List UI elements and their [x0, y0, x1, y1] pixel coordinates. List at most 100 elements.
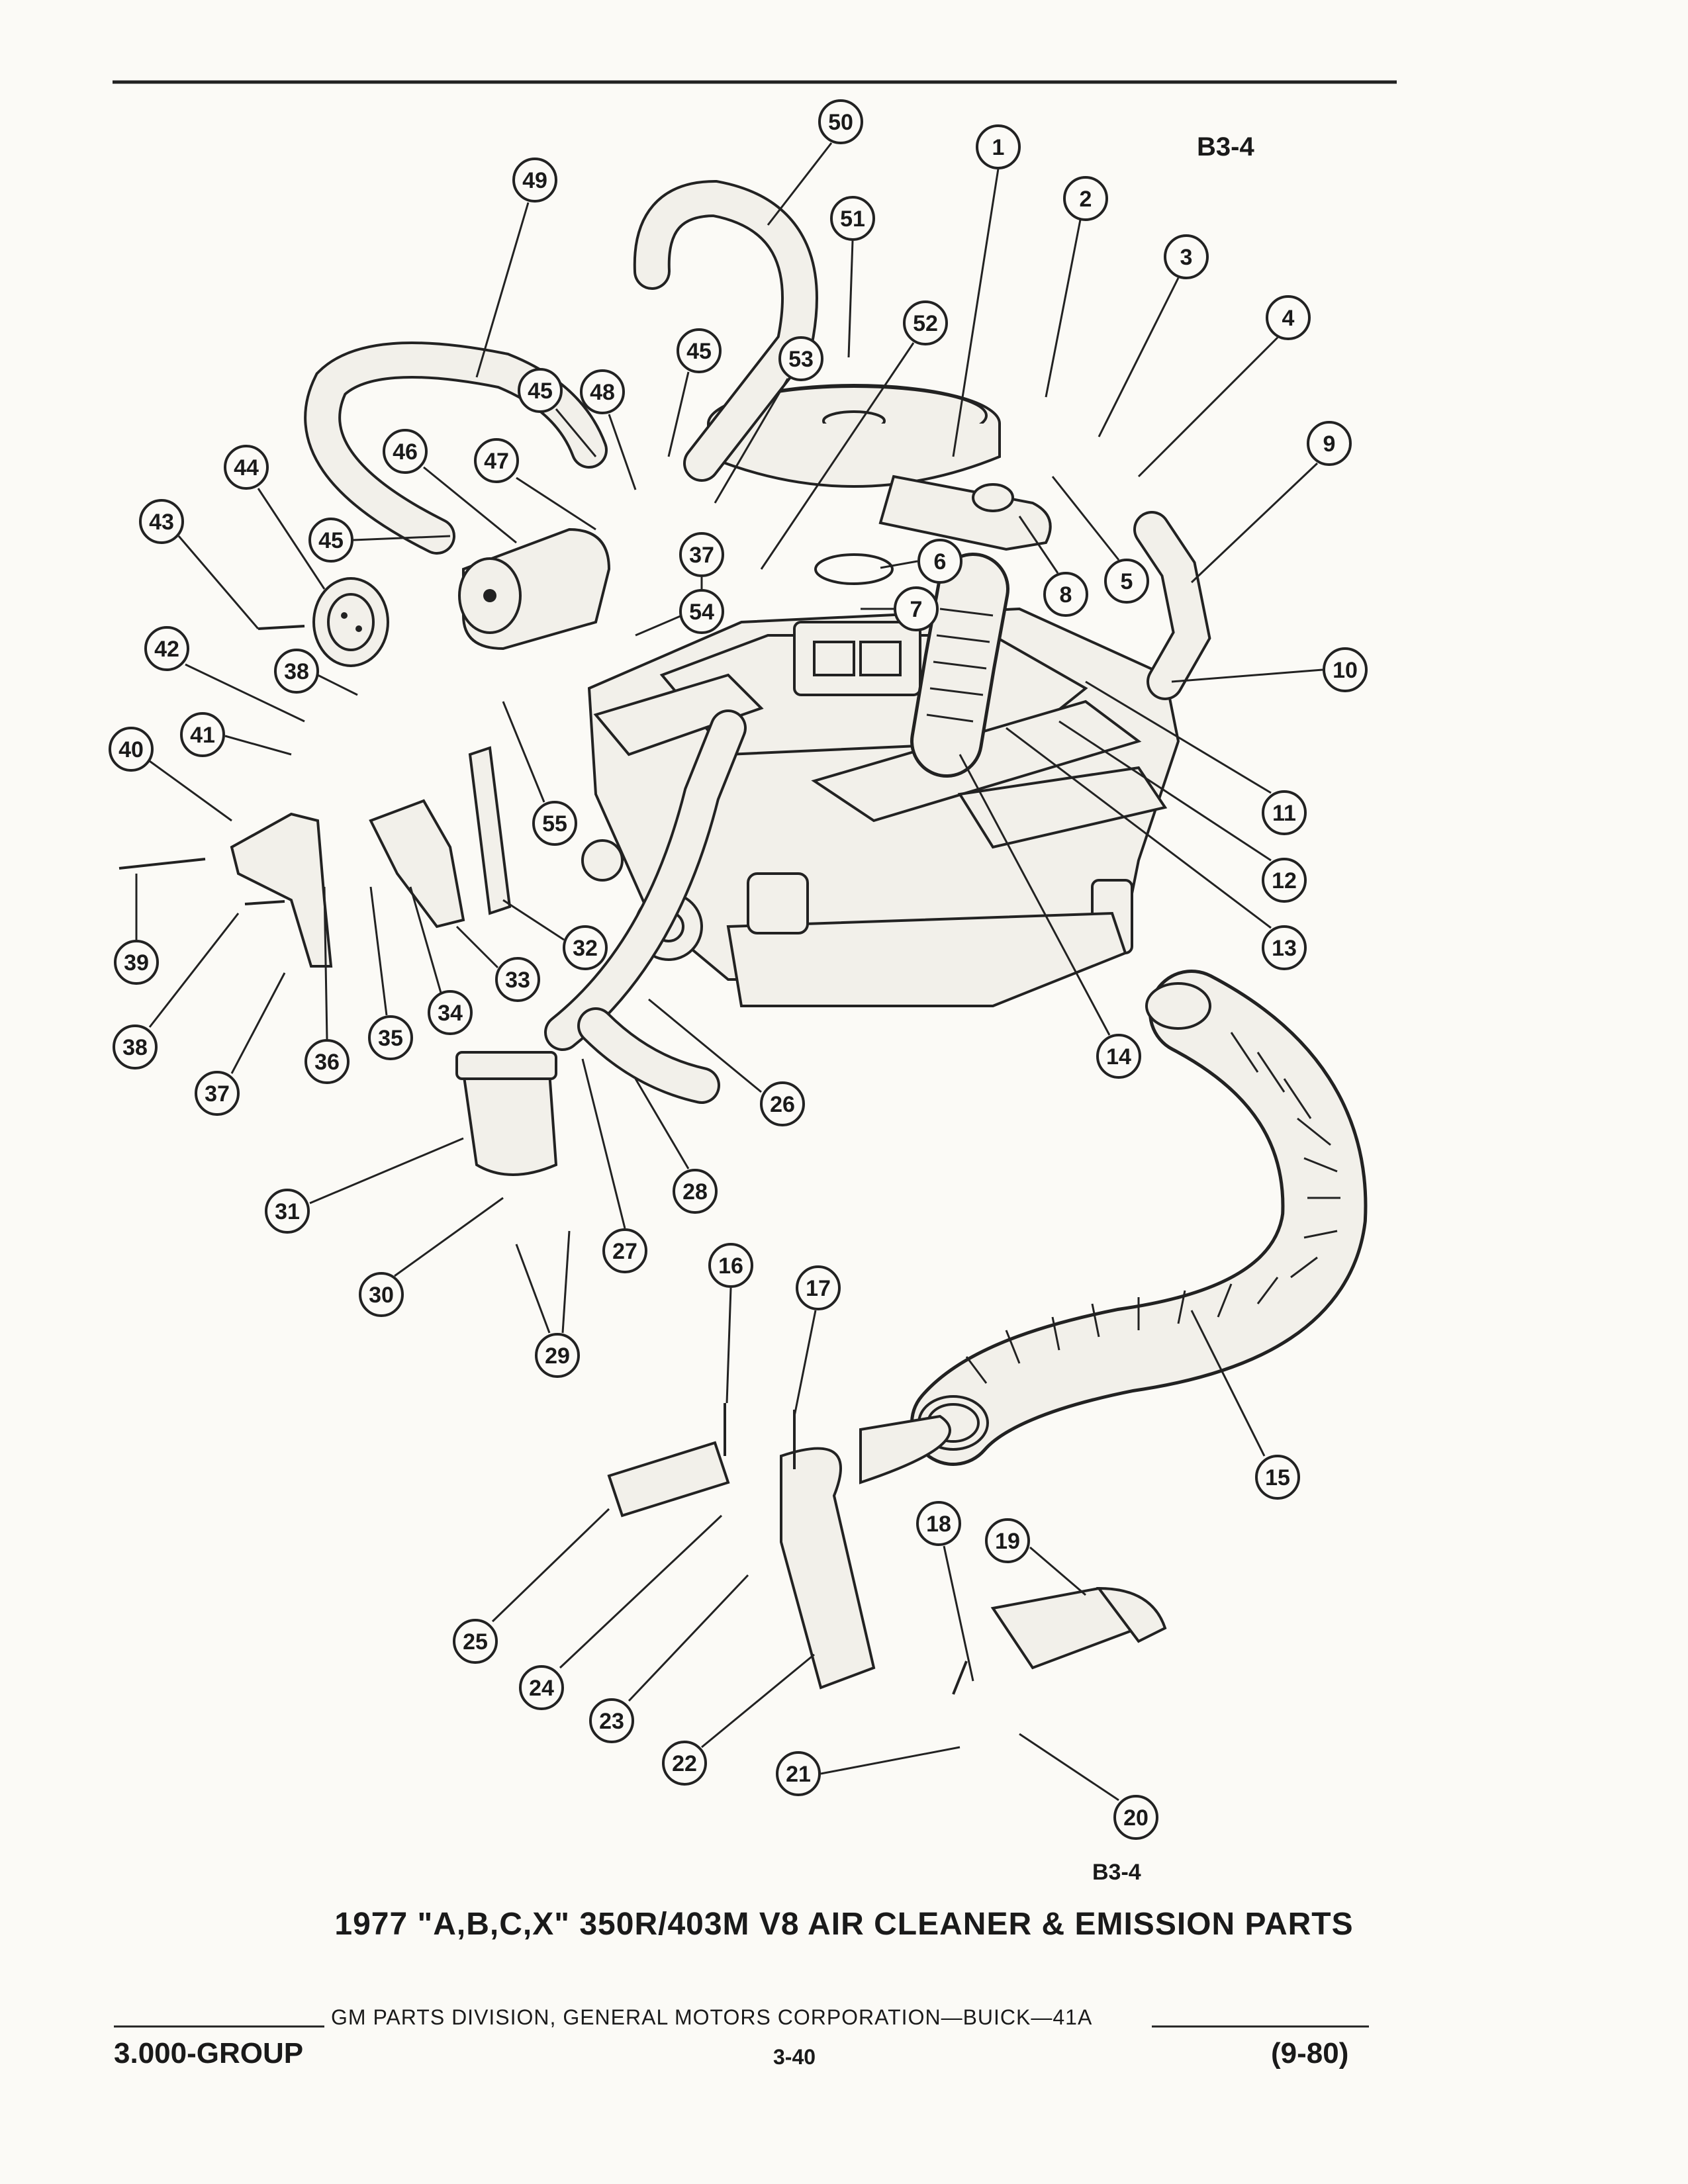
callout-9: 9 — [1307, 421, 1352, 466]
callout-28: 28 — [673, 1169, 718, 1214]
callout-number: 24 — [529, 1676, 554, 1701]
footer-page-number: 3-40 — [773, 2045, 816, 2069]
callout-11: 11 — [1262, 790, 1307, 835]
callout-number: 43 — [149, 510, 174, 535]
callout-number: 25 — [463, 1629, 488, 1655]
callout-18: 18 — [916, 1501, 961, 1546]
footer-date: (9-80) — [1271, 2037, 1349, 2070]
callout-21: 21 — [776, 1751, 821, 1796]
callout-30: 30 — [359, 1272, 404, 1317]
callout-number: 44 — [234, 455, 259, 480]
callout-49: 49 — [512, 158, 557, 203]
callout-25: 25 — [453, 1619, 498, 1664]
callout-6: 6 — [917, 539, 962, 584]
diagram-code-top: B3-4 — [1197, 132, 1254, 161]
callout-number: 46 — [393, 439, 418, 465]
callout-33: 33 — [495, 957, 540, 1002]
callout-39: 39 — [114, 940, 159, 985]
callout-32: 32 — [563, 925, 608, 970]
callout-number: 38 — [122, 1035, 148, 1060]
callout-52: 52 — [903, 300, 948, 345]
callout-number: 18 — [926, 1512, 951, 1537]
callout-number: 39 — [124, 950, 149, 976]
callout-number: 11 — [1272, 801, 1296, 826]
callout-53: 53 — [778, 336, 823, 381]
callout-55: 55 — [532, 801, 577, 846]
callout-number: 8 — [1060, 582, 1072, 608]
callout-40: 40 — [109, 727, 154, 772]
callout-23: 23 — [589, 1698, 634, 1743]
callout-number: 48 — [590, 380, 615, 405]
accessory-brackets — [118, 527, 611, 1176]
callout-44: 44 — [224, 445, 269, 490]
callout-number: 42 — [154, 637, 179, 662]
callout-number: 38 — [284, 659, 309, 684]
callout-number: 33 — [505, 968, 530, 993]
callout-47: 47 — [474, 438, 519, 483]
callout-number: 45 — [686, 339, 712, 364]
callout-54: 54 — [679, 589, 724, 634]
callout-27: 27 — [602, 1228, 647, 1273]
callout-number: 37 — [689, 543, 714, 568]
callout-42: 42 — [144, 626, 189, 671]
callout-45: 45 — [308, 518, 353, 563]
callout-number: 54 — [689, 600, 714, 625]
callout-7: 7 — [894, 586, 939, 631]
callout-16: 16 — [708, 1243, 753, 1288]
callout-number: 41 — [190, 723, 215, 748]
callout-26: 26 — [760, 1081, 805, 1126]
callout-1: 1 — [976, 124, 1021, 169]
callout-number: 21 — [786, 1762, 811, 1787]
callout-41: 41 — [180, 712, 225, 757]
callout-number: 49 — [522, 168, 547, 193]
callout-20: 20 — [1113, 1795, 1158, 1840]
callout-38: 38 — [274, 649, 319, 694]
callout-29: 29 — [535, 1333, 580, 1378]
callout-number: 4 — [1282, 306, 1295, 331]
callout-number: 6 — [934, 549, 947, 574]
callout-3: 3 — [1164, 234, 1209, 279]
callout-number: 51 — [840, 206, 865, 232]
callout-13: 13 — [1262, 925, 1307, 970]
gasket — [814, 553, 894, 585]
callout-48: 48 — [580, 369, 625, 414]
callout-12: 12 — [1262, 858, 1307, 903]
callout-number: 50 — [828, 110, 853, 135]
air-cleaner-assembly — [707, 384, 1052, 585]
callout-number: 7 — [910, 597, 923, 622]
callout-50: 50 — [818, 99, 863, 144]
callout-number: 9 — [1323, 432, 1336, 457]
callout-14: 14 — [1096, 1034, 1141, 1079]
callout-number: 13 — [1272, 936, 1297, 961]
callout-number: 23 — [599, 1709, 624, 1734]
callout-number: 31 — [275, 1199, 300, 1224]
callout-19: 19 — [985, 1518, 1030, 1563]
callout-2: 2 — [1063, 176, 1108, 221]
callout-45: 45 — [677, 328, 722, 373]
heat-stove-parts — [607, 1403, 1167, 1695]
callout-number: 53 — [788, 347, 814, 372]
callout-34: 34 — [428, 990, 473, 1035]
callout-number: 34 — [438, 1001, 463, 1026]
corrugated-duct — [910, 553, 1368, 1466]
callout-5: 5 — [1104, 559, 1149, 604]
leader-lines — [135, 142, 1323, 1801]
callout-number: 19 — [995, 1529, 1020, 1554]
callout-number: 2 — [1080, 187, 1092, 212]
callout-31: 31 — [265, 1189, 310, 1234]
callout-22: 22 — [662, 1741, 707, 1786]
diagram-code-bottom: B3-4 — [1092, 1860, 1141, 1885]
callout-number: 27 — [612, 1239, 637, 1264]
callout-number: 28 — [682, 1179, 708, 1205]
callout-number: 32 — [573, 936, 598, 961]
callout-number: 12 — [1272, 868, 1297, 893]
callout-number: 37 — [205, 1081, 230, 1107]
callout-number: 52 — [913, 311, 938, 336]
callout-number: 3 — [1180, 245, 1193, 270]
callout-36: 36 — [305, 1039, 350, 1084]
callout-number: 20 — [1123, 1805, 1149, 1831]
callout-number: 29 — [545, 1343, 570, 1369]
callout-43: 43 — [139, 499, 184, 544]
callout-24: 24 — [519, 1665, 564, 1710]
